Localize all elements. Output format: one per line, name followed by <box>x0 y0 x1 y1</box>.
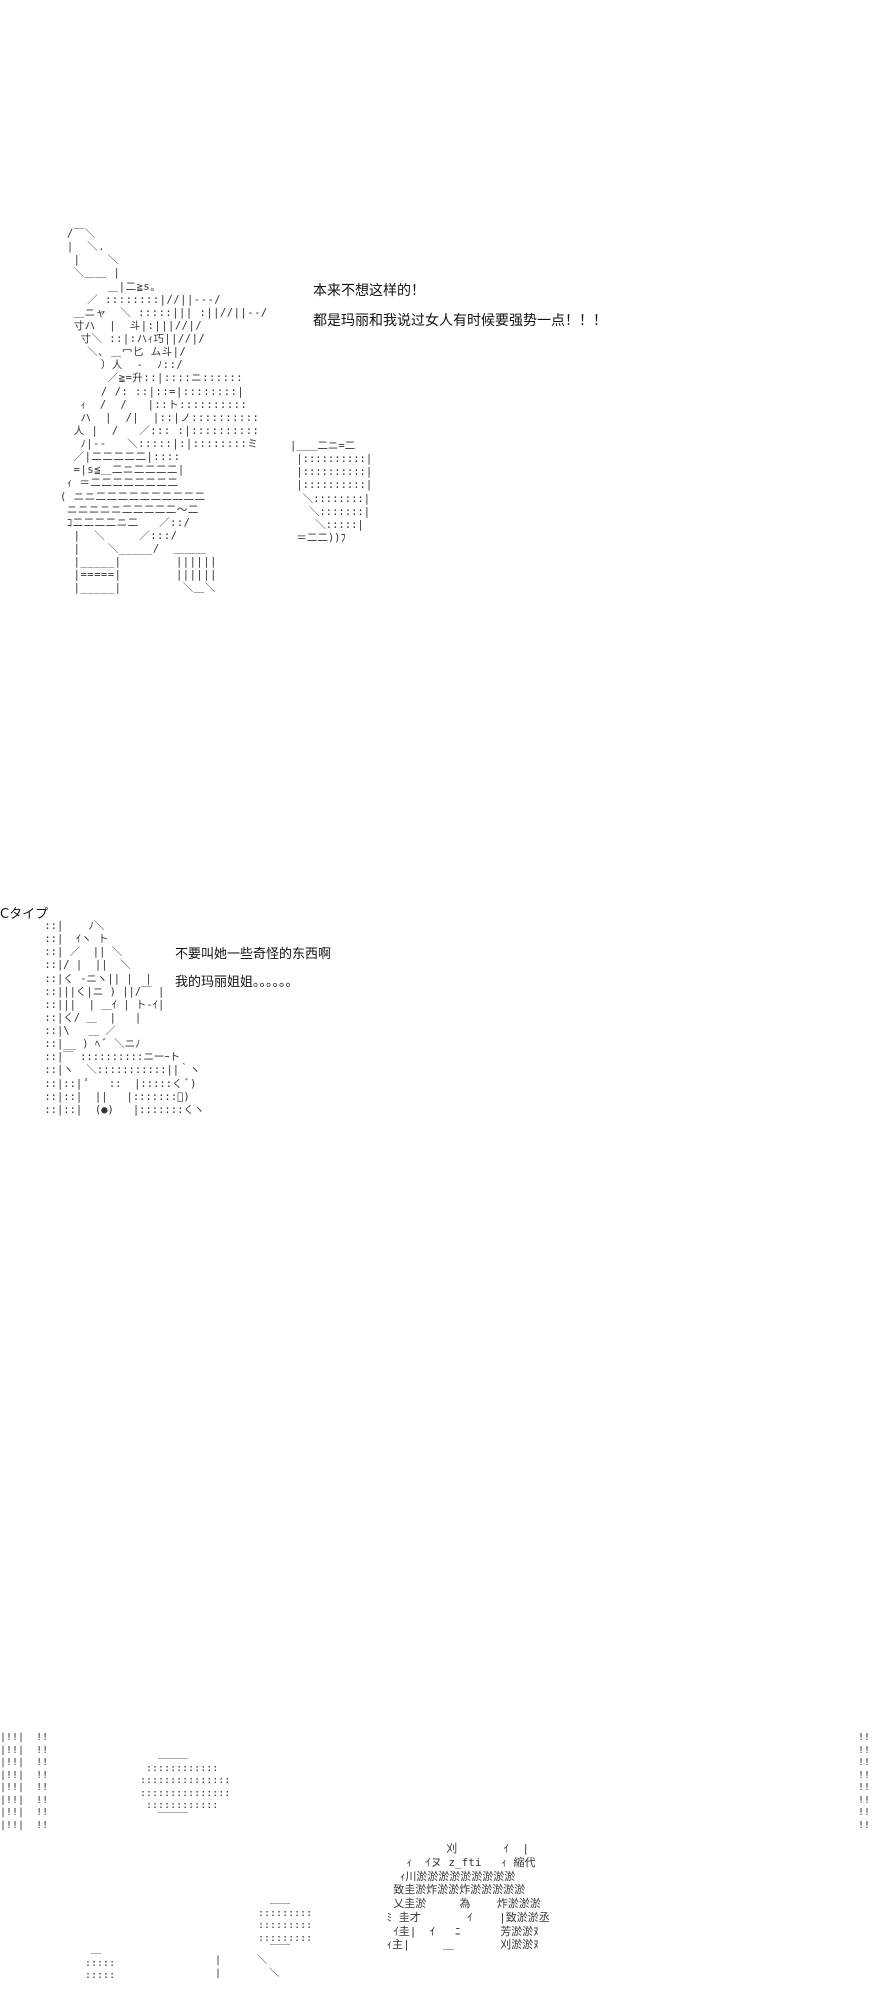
dialogue-line-2: 都是玛丽和我说过女人有时候要强势一点！！！ <box>313 313 607 329</box>
ascii-art-character-1: /￣＼ | ＼. | ＼ ＼＿＿ | ＿|二≧s。 ／ ::::::::|//|… <box>60 228 268 595</box>
ascii-text-art-dense: 刈 ｲ | ｨ ｲヌ z_fti ｨ 縮代 ｨ川淤淤淤淤淤淤淤淤淤 致圭淤炸淤淤… <box>386 1842 550 1952</box>
dialogue-line-4: 我的玛丽姐姐。。。。。。 <box>175 975 299 990</box>
ascii-border-left: |!!| !! |!!| !! |!!| !! |!!| !! |!!| !! … <box>0 1732 49 1831</box>
ascii-border-right: !! !! !! !! !! !! !! !! <box>858 1732 871 1831</box>
ascii-bottom-marks: | ＼ | ＼ <box>215 1955 280 1979</box>
dialogue-line-1: 本来不想这样的！ <box>313 283 425 299</box>
ascii-art-character-2: ::| ﾉ＼ ::| ｲヽ ト ::| ／ || ＼ ::|/ | || ＼ :… <box>44 920 205 1116</box>
ascii-blob-large: ＿＿＿ :::::::::::: ::::::::::::::: :::::::… <box>140 1750 231 1824</box>
dialogue-line-3: 不要叫她一些奇怪的东西啊 <box>175 947 332 962</box>
ascii-blob-medium: ＿＿ ::::::::: ::::::::: ::::::::: ￣￣ <box>258 1895 313 1956</box>
section-label: Cタイプ <box>0 907 49 922</box>
ascii-blob-small: ＿ ::::: ::::: <box>85 1945 116 1981</box>
ascii-art-character-1-cape: |＿＿二ニ=二 |::::::::::| |::::::::::| |:::::… <box>290 440 373 544</box>
